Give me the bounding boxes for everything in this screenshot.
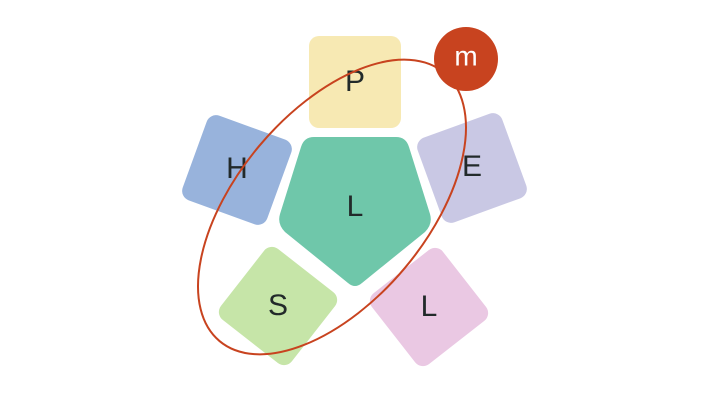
orbit-marker-label: m bbox=[454, 40, 477, 71]
orbit-marker-circle bbox=[434, 27, 498, 91]
tile-top-shape bbox=[309, 36, 401, 128]
tile-right: E bbox=[417, 113, 527, 223]
tile-left-label: H bbox=[226, 152, 248, 185]
tile-bottom-left-shape bbox=[218, 246, 338, 366]
tile-top-label: P bbox=[345, 65, 365, 98]
tile-bottom-right-label: L bbox=[421, 290, 438, 323]
center-label: L bbox=[347, 190, 364, 223]
tile-right-shape bbox=[417, 113, 527, 223]
center-pentagon-shape bbox=[279, 137, 431, 286]
tile-bottom-left-label: S bbox=[268, 289, 288, 322]
tile-bottom-left: S bbox=[218, 246, 338, 366]
tile-bottom-right: L bbox=[369, 247, 489, 367]
tile-left: H bbox=[182, 115, 292, 225]
tile-left-shape bbox=[182, 115, 292, 225]
tile-right-label: E bbox=[462, 150, 482, 183]
tile-top: P bbox=[309, 36, 401, 128]
orbit-marker: m bbox=[434, 27, 498, 91]
center-pentagon: L bbox=[279, 137, 431, 286]
tile-bottom-right-shape bbox=[369, 247, 489, 367]
